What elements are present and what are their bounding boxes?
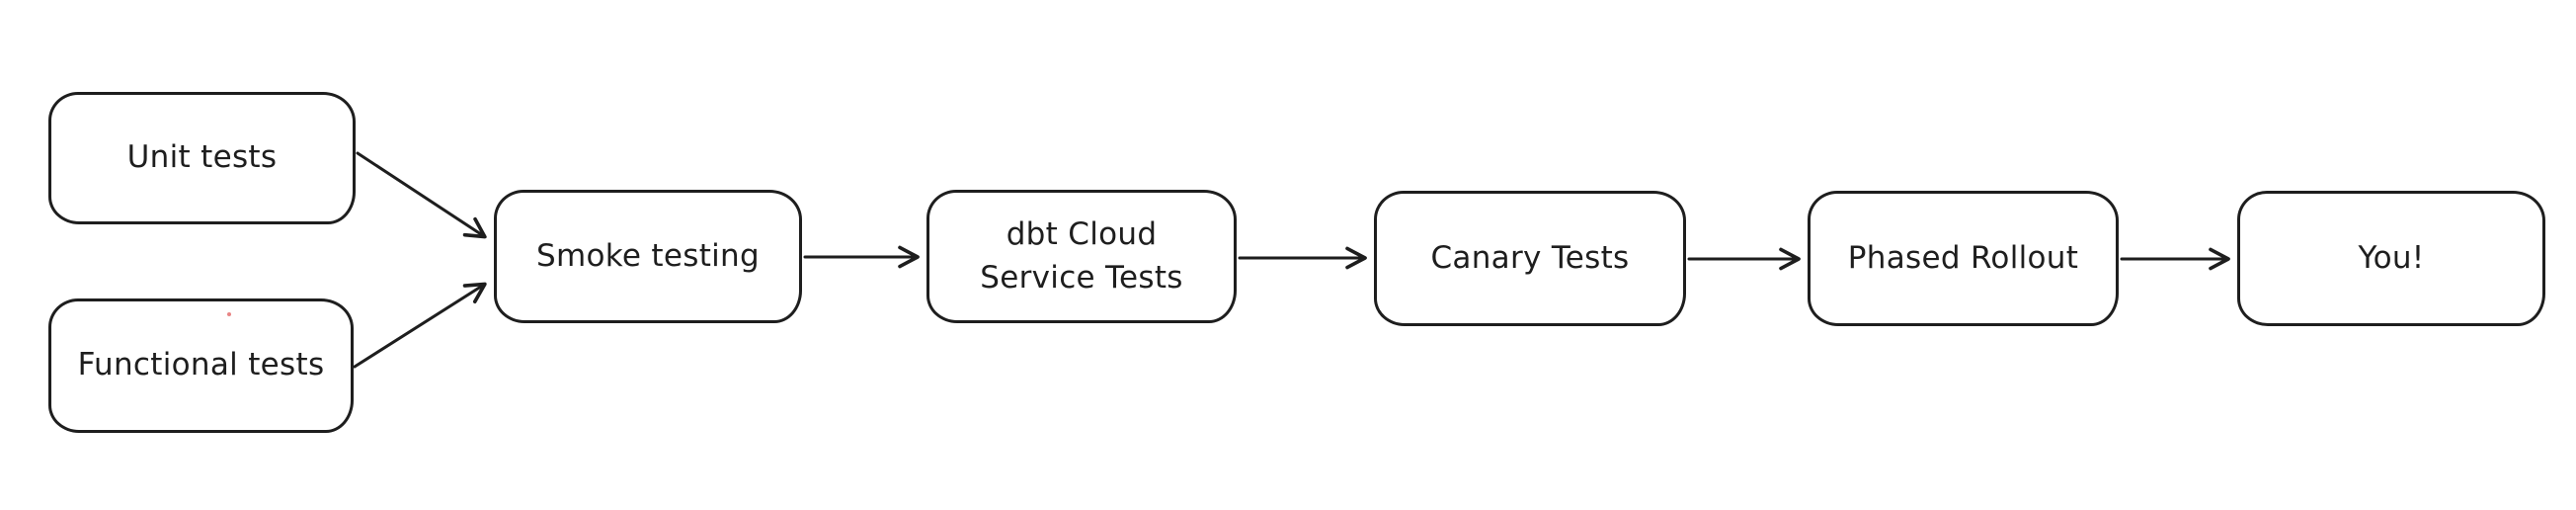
node-phased-rollout: Phased Rollout: [1808, 191, 2119, 326]
node-smoke-testing-label: Smoke testing: [536, 237, 760, 274]
node-dbt-cloud-service-tests: dbt Cloud Service Tests: [926, 190, 1237, 323]
node-canary-tests-label: Canary Tests: [1430, 239, 1630, 276]
node-canary-tests: Canary Tests: [1374, 191, 1686, 326]
node-functional-tests-label: Functional tests: [77, 347, 325, 383]
node-phased-rollout-label: Phased Rollout: [1847, 239, 2079, 276]
node-unit-tests-label: Unit tests: [126, 139, 278, 176]
node-unit-tests: Unit tests: [48, 92, 356, 224]
red-dot-artifact: [227, 312, 231, 316]
node-functional-tests: Functional tests: [48, 298, 354, 433]
node-smoke-testing: Smoke testing: [494, 190, 802, 323]
edge-unit-tests-to-smoke-testing: [356, 151, 487, 239]
node-you: You!: [2237, 191, 2545, 326]
edge-functional-tests-to-smoke-testing: [353, 282, 487, 369]
node-dbt-cloud-service-tests-label: dbt Cloud Service Tests: [980, 216, 1183, 296]
node-you-label: You!: [2358, 239, 2425, 276]
